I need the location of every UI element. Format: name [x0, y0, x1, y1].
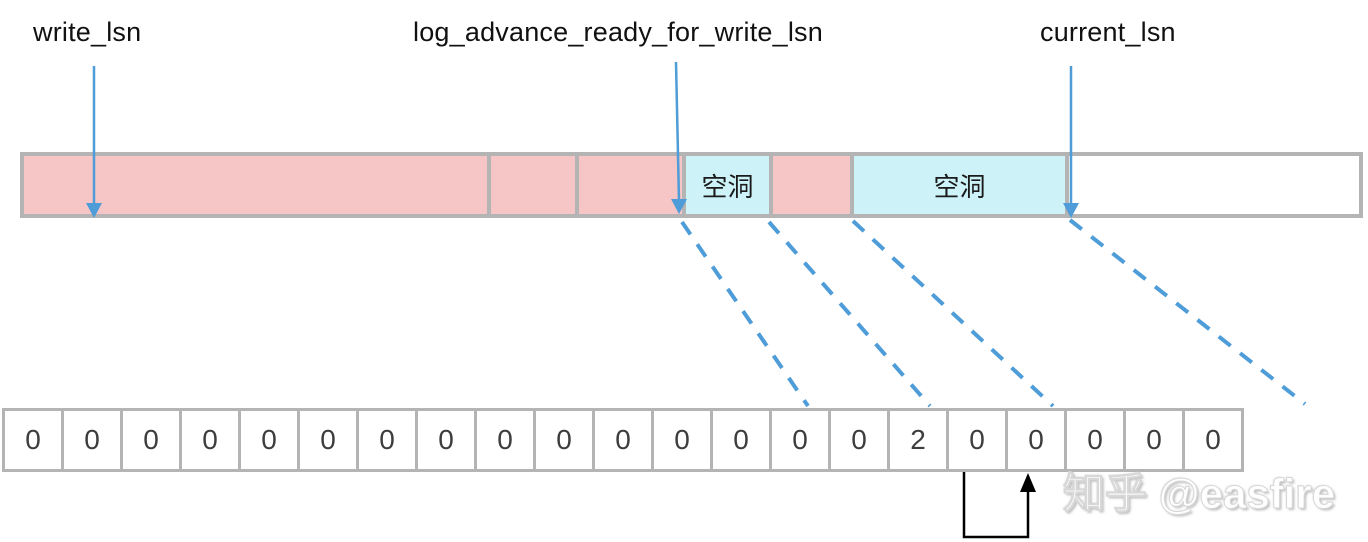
- bar-segment-hole: 空洞: [682, 156, 769, 214]
- log-advance-ready-for-write-lsn-label: log_advance_ready_for_write_lsn: [413, 17, 823, 47]
- bar-segment-pink: [24, 156, 487, 214]
- lsn-log-bar: 空洞 空洞: [20, 152, 1363, 218]
- array-cell: 0: [61, 408, 123, 472]
- bar-segment-pink: [769, 156, 850, 214]
- array-cell: 0: [238, 408, 300, 472]
- array-cell: 0: [356, 408, 418, 472]
- bar-segment-hole: 空洞: [850, 156, 1065, 214]
- bar-segment-white: [1065, 156, 1359, 214]
- array-cell: 0: [769, 408, 831, 472]
- array-cell: 0: [710, 408, 772, 472]
- array-cell: 0: [120, 408, 182, 472]
- array-cell: 0: [592, 408, 654, 472]
- bar-segment-pink: [487, 156, 575, 214]
- array-cell: 0: [474, 408, 536, 472]
- array-cell: 0: [1123, 408, 1185, 472]
- array-cell: 0: [415, 408, 477, 472]
- array-cell: 0: [651, 408, 713, 472]
- mapping-dash-4: [1068, 218, 1307, 406]
- bar-segment-pink: [575, 156, 682, 214]
- array-cell: 0: [946, 408, 1008, 472]
- write-lsn-label: write_lsn: [33, 17, 142, 47]
- array-cell: 0: [1182, 408, 1244, 472]
- current-lsn-label: current_lsn: [1040, 17, 1176, 47]
- array-cell: 0: [1064, 408, 1126, 472]
- hole-label: 空洞: [701, 171, 754, 202]
- array-cell: 0: [2, 408, 64, 472]
- array-cell: 0: [828, 408, 890, 472]
- array-cell: 2: [887, 408, 949, 472]
- hole-label: 空洞: [933, 171, 986, 202]
- array-cell: 0: [533, 408, 595, 472]
- array-cell: 0: [1005, 408, 1067, 472]
- zhihu-watermark: 知乎 @easfire: [1062, 470, 1336, 518]
- advance-loop-arrow-icon: [962, 472, 1036, 539]
- mapping-dash-1: [680, 220, 810, 408]
- mapping-dash-2: [767, 220, 932, 408]
- array-cell: 0: [297, 408, 359, 472]
- mapping-dash-3: [851, 219, 1055, 408]
- array-cell: 0: [179, 408, 241, 472]
